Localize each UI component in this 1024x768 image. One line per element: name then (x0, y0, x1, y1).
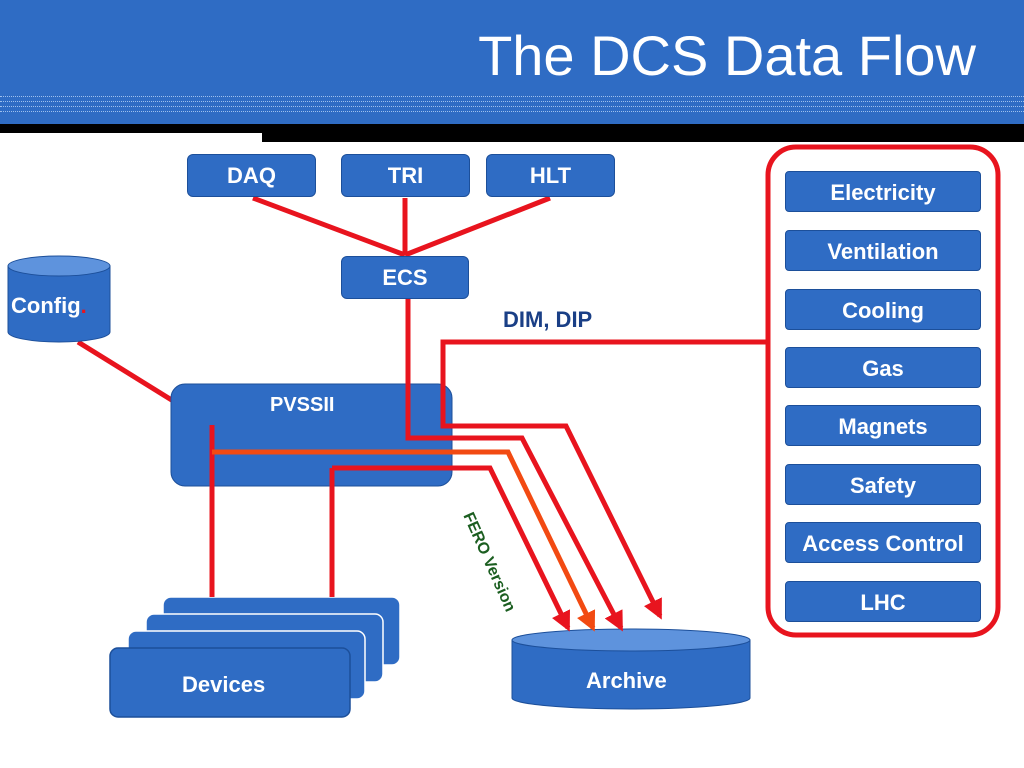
external-systems-frame (765, 144, 1001, 638)
system-magnets: Magnets (785, 405, 981, 446)
protocol-label: DIM, DIP (503, 307, 593, 332)
config-label: Config. (11, 293, 87, 318)
archive-label: Archive (586, 668, 667, 693)
page-title: The DCS Data Flow (478, 24, 976, 87)
system-electricity: Electricity (785, 171, 981, 212)
devices-label: Devices (182, 672, 266, 697)
link-dimdip-archive (440, 339, 768, 620)
tri-box: TRI (341, 154, 470, 197)
archive-cylinder-top (511, 628, 751, 652)
link-ecs-archive (405, 298, 624, 632)
system-lhc: LHC (785, 581, 981, 622)
header-underline-accent (262, 131, 1024, 142)
header-rule (0, 101, 1024, 102)
ecs-box: ECS (341, 256, 469, 299)
pvss-box (170, 383, 453, 487)
system-safety: Safety (785, 464, 981, 505)
hlt-box: HLT (486, 154, 615, 197)
link-fero-archive (212, 449, 596, 632)
config-cylinder-body (7, 265, 111, 343)
system-ventilation: Ventilation (785, 230, 981, 271)
header-rule (0, 106, 1024, 107)
system-gas: Gas (785, 347, 981, 388)
header-underline (0, 124, 1024, 133)
pvss-label: PVSSII (270, 394, 335, 416)
header-rule (0, 111, 1024, 112)
header-rule (0, 96, 1024, 97)
system-cooling: Cooling (785, 289, 981, 330)
daq-box: DAQ (187, 154, 316, 197)
device-card (109, 647, 351, 718)
title-bar: The DCS Data Flow (0, 0, 1024, 124)
system-access-control: Access Control (785, 522, 981, 563)
link-pvss-archive-inner (332, 465, 571, 632)
config-cylinder-top (7, 255, 111, 277)
archive-cylinder-body (511, 639, 751, 710)
link-hlt-ecs (404, 195, 551, 258)
link-daq-ecs (252, 195, 406, 258)
